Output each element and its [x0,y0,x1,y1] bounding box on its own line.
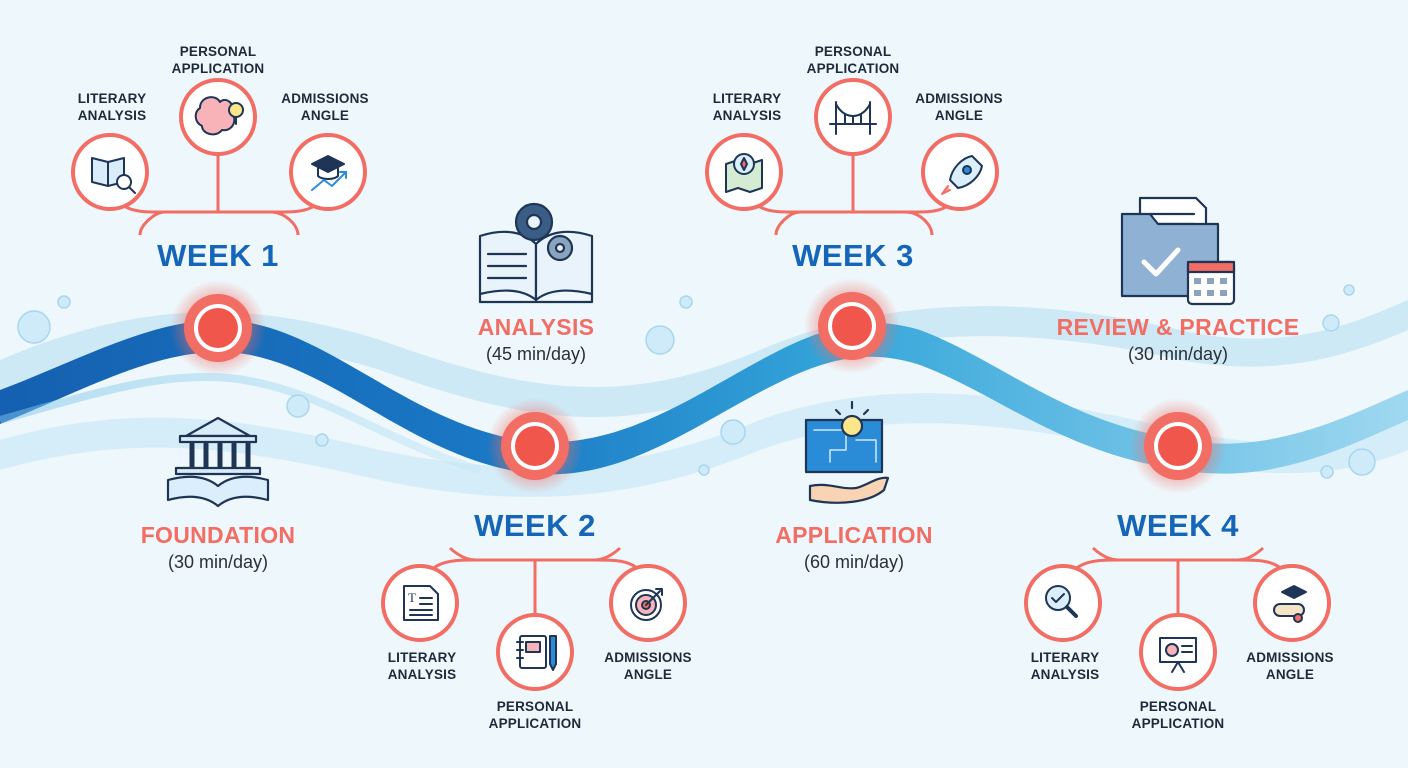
bridge-icon [829,101,877,135]
map-compass-icon [725,153,763,193]
phase-review-practice-duration: (30 min/day) [1127,344,1229,364]
folder-calendar-icon [1120,196,1236,306]
magnifier-icon [1045,585,1078,618]
week-3-title: WEEK 3 [792,238,914,273]
week-4-admissions-angle-label: ADMISSIONS ANGLE [1246,650,1334,682]
week-1-title: WEEK 1 [157,238,279,273]
text-document-icon: T [403,585,439,621]
timeline-node-week-4 [1130,398,1226,494]
phase-foundation-duration: (30 min/day) [167,552,269,572]
target-arrow-icon [630,588,663,621]
rocket-icon [941,155,983,195]
timeline-node-week-2 [487,398,583,494]
blueprint-hand-icon [804,400,890,504]
main-river [0,320,1408,475]
week-2-title: WEEK 2 [474,508,596,543]
diploma-cap-icon [1273,585,1307,623]
week-1-admissions-angle-label: ADMISSIONS ANGLE [281,91,369,123]
phase-application-title: APPLICATION [775,522,933,548]
presentation-board-icon [1159,637,1197,673]
connector-week-2 [418,546,650,628]
timeline-node-week-3 [804,278,900,374]
week-3-admissions-angle-label: ADMISSIONS ANGLE [915,91,1003,123]
phase-foundation-title: FOUNDATION [140,522,296,548]
week-4-personal-application-label: PERSONAL APPLICATION [1131,699,1225,731]
graduation-cap-chart-icon [311,155,347,191]
week-2-admissions-angle-label: ADMISSIONS ANGLE [604,650,692,682]
phase-application-duration: (60 min/day) [803,552,905,572]
phase-analysis-duration: (45 min/day) [485,344,587,364]
phase-review-practice-title: REVIEW & PRACTICE [1056,314,1300,340]
wave-mid [0,372,482,474]
notebook-pen-icon [516,635,557,671]
book-magnifier-icon [91,157,136,194]
book-gears-icon [478,202,594,304]
week-3-personal-application-label: PERSONAL APPLICATION [806,44,900,76]
connector-week-1 [108,150,330,236]
connector-week-4 [1061,546,1294,628]
week-4-literary-analysis-label: LITERARY ANALYSIS [1030,650,1100,682]
timeline-node-week-1 [170,280,266,376]
svg-text:T: T [408,590,416,605]
week-3-literary-analysis-label: LITERARY ANALYSIS [712,91,782,123]
bubbles [17,284,1376,479]
library-book-icon [166,416,270,508]
week-1-literary-analysis-label: LITERARY ANALYSIS [77,91,147,123]
week-2-literary-analysis-label: LITERARY ANALYSIS [387,650,457,682]
week-2-personal-application-label: PERSONAL APPLICATION [488,699,582,731]
brain-lightbulb-icon [194,96,244,136]
week-1-personal-application-label: PERSONAL APPLICATION [171,44,265,76]
week-4-title: WEEK 4 [1117,508,1239,543]
wave-light-upper [0,300,1408,418]
connector-week-3 [742,150,962,236]
phase-analysis-title: ANALYSIS [477,314,595,340]
